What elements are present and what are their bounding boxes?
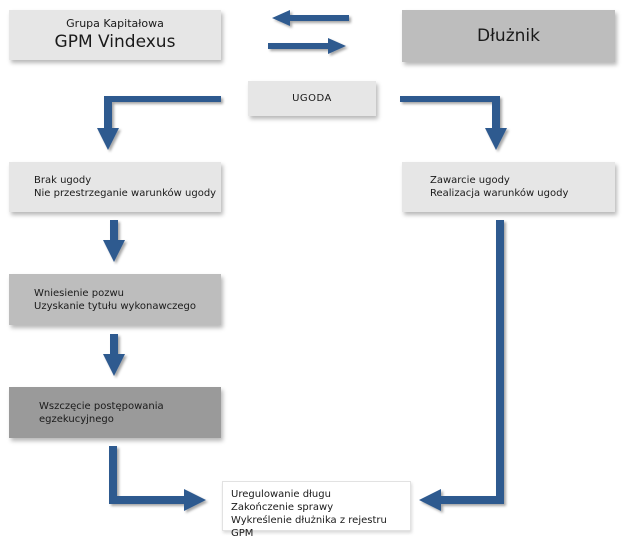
wniesienie-pozwu-box: Wniesienie pozwu Uzyskanie tytułu wykona… xyxy=(9,274,221,325)
ugoda-box: UGODA xyxy=(248,81,376,116)
wszczecie-postepowania-box: Wszczęcie postępowania egzekucyjnego xyxy=(9,387,221,438)
wszczecie-line2: egzekucyjnego xyxy=(39,414,114,425)
zawarcie-ugody-box: Zawarcie ugody Realizacja warunków ugody xyxy=(402,162,615,212)
gpm-box: Grupa Kapitałowa GPM Vindexus xyxy=(9,10,221,60)
arrow-to-dluznik xyxy=(268,38,346,54)
zawarcie-line1: Zawarcie ugody xyxy=(430,175,510,186)
arrow-brak-to-wniesienie xyxy=(103,220,125,262)
final-line2: Zakończenie sprawy xyxy=(231,502,334,513)
brak-ugody-box: Brak ugody Nie przestrzeganie warunków u… xyxy=(9,162,221,212)
ugoda-label: UGODA xyxy=(292,93,332,104)
brak-line2: Nie przestrzeganie warunków ugody xyxy=(34,188,217,199)
arrow-wszczecie-to-final xyxy=(109,446,206,511)
arrow-to-gpm xyxy=(272,10,349,26)
arrow-wniesienie-to-wszczecie xyxy=(103,334,125,376)
arrow-ugoda-to-zawarcie xyxy=(400,96,507,150)
final-line1: Uregulowanie długu xyxy=(231,489,331,500)
brak-line1: Brak ugody xyxy=(34,175,92,186)
wszczecie-line1: Wszczęcie postępowania xyxy=(39,401,164,412)
final-outcome-box: Uregulowanie długu Zakończenie sprawy Wy… xyxy=(222,481,411,539)
dluznik-label: Dłużnik xyxy=(477,26,540,46)
wniesienie-line1: Wniesienie pozwu xyxy=(34,288,124,299)
dluznik-box: Dłużnik xyxy=(402,10,615,62)
gpm-line1: Grupa Kapitałowa xyxy=(66,17,164,30)
final-line3: Wykreślenie dłużnika z rejestru GPM xyxy=(231,515,387,539)
arrow-ugoda-to-brak xyxy=(97,96,221,150)
gpm-line2: GPM Vindexus xyxy=(54,32,176,52)
zawarcie-line2: Realizacja warunków ugody xyxy=(430,188,569,199)
wniesienie-line2: Uzyskanie tytułu wykonawczego xyxy=(34,301,197,312)
arrow-zawarcie-to-final xyxy=(419,220,504,511)
